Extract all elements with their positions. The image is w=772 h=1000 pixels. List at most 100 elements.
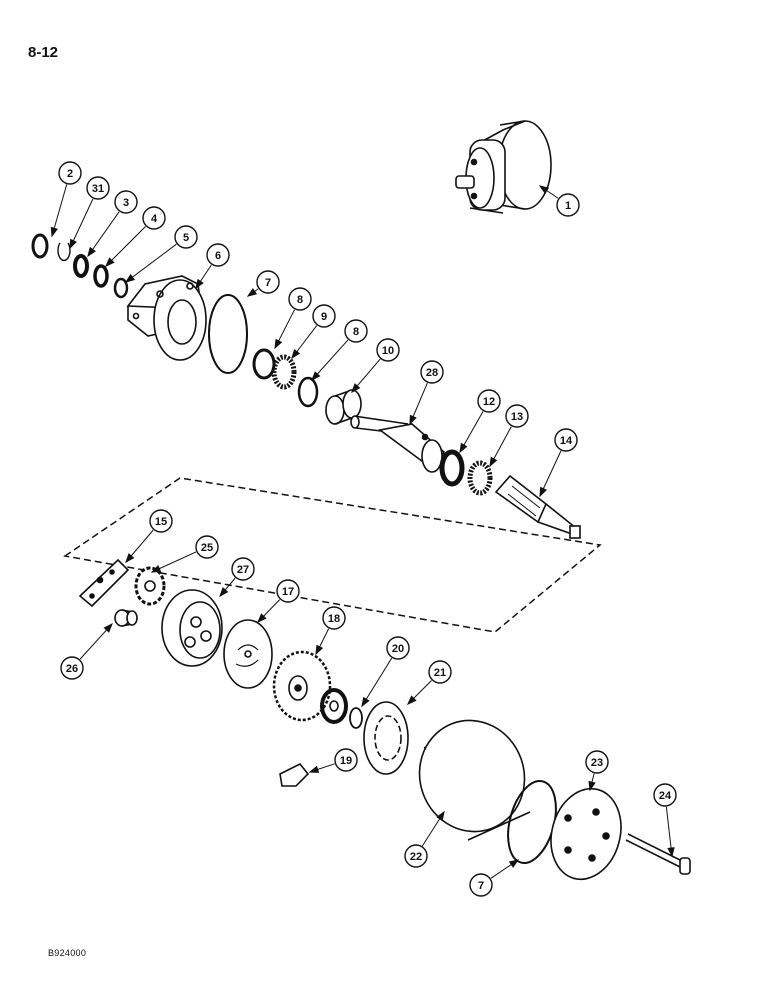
callout-8: 8 bbox=[344, 319, 368, 343]
callout-label: 9 bbox=[321, 311, 327, 323]
callout-circle bbox=[653, 783, 677, 807]
callout-circle bbox=[334, 748, 358, 772]
gerotor bbox=[161, 589, 223, 667]
callout-circle bbox=[142, 206, 166, 230]
o-ring-small bbox=[349, 707, 363, 729]
leader-arrow-7 bbox=[508, 859, 520, 868]
callout-circle bbox=[312, 304, 336, 328]
callout-label: 22 bbox=[410, 851, 422, 863]
plate bbox=[78, 558, 130, 608]
callout-26: 26 bbox=[60, 656, 84, 680]
leader-line-31 bbox=[69, 198, 94, 249]
motor-assembly bbox=[455, 120, 552, 214]
callout-label: 4 bbox=[151, 213, 158, 225]
end-cover bbox=[550, 787, 622, 881]
washer bbox=[93, 264, 109, 288]
callout-label: 7 bbox=[478, 880, 484, 892]
gear bbox=[134, 566, 166, 606]
callout-circle bbox=[256, 270, 280, 294]
callout-label: 25 bbox=[201, 542, 213, 554]
callout-circle bbox=[174, 225, 198, 249]
leader-arrow-7 bbox=[246, 288, 258, 297]
valve-ring bbox=[363, 701, 409, 775]
leader-line-2 bbox=[51, 184, 68, 237]
callout-1: 1 bbox=[556, 193, 580, 217]
callout-circle bbox=[195, 535, 219, 559]
callout-circle bbox=[505, 404, 529, 428]
callout-circle bbox=[556, 193, 580, 217]
leader-line-20 bbox=[361, 657, 393, 707]
leader-arrow-21 bbox=[406, 695, 417, 706]
callout-28: 28 bbox=[420, 360, 444, 384]
callout-7: 7 bbox=[469, 873, 493, 897]
retaining-ring bbox=[31, 233, 49, 259]
thrust-bearing bbox=[271, 354, 297, 390]
o-ring bbox=[208, 294, 248, 374]
valve bbox=[279, 688, 348, 787]
callout-circle bbox=[322, 606, 346, 630]
leader-arrow-13 bbox=[489, 456, 498, 468]
callout-19: 19 bbox=[334, 748, 358, 772]
leader-line-3 bbox=[87, 211, 120, 257]
leader-arrow-26 bbox=[103, 622, 113, 633]
callout-2: 2 bbox=[58, 161, 82, 185]
leader-arrow-4 bbox=[104, 257, 115, 268]
leader-line-8 bbox=[311, 339, 349, 381]
callout-7: 7 bbox=[256, 270, 280, 294]
housing-sleeve bbox=[418, 719, 531, 841]
leader-arrow-12 bbox=[459, 442, 468, 454]
leader-arrow-22 bbox=[436, 810, 445, 822]
callout-25: 25 bbox=[195, 535, 219, 559]
callout-circle bbox=[477, 389, 501, 413]
drive-shaft bbox=[494, 474, 581, 539]
leader-arrow-19 bbox=[308, 765, 320, 773]
callout-20: 20 bbox=[386, 636, 410, 660]
callout-circle bbox=[114, 190, 138, 214]
callout-15: 15 bbox=[149, 509, 173, 533]
callout-label: 8 bbox=[297, 294, 303, 306]
shaft bbox=[350, 415, 446, 473]
callout-17: 17 bbox=[276, 579, 300, 603]
callout-31: 31 bbox=[86, 176, 110, 200]
callout-label: 5 bbox=[183, 232, 189, 244]
callout-label: 24 bbox=[659, 790, 672, 802]
callout-circle bbox=[86, 176, 110, 200]
leader-arrow-10 bbox=[351, 383, 361, 394]
callout-circle bbox=[420, 360, 444, 384]
callout-8: 8 bbox=[288, 287, 312, 311]
leader-arrow-2 bbox=[50, 226, 58, 238]
callout-label: 19 bbox=[340, 755, 352, 767]
callout-4: 4 bbox=[142, 206, 166, 230]
callout-label: 15 bbox=[155, 516, 167, 528]
callout-circle bbox=[428, 660, 452, 684]
leader-arrow-28 bbox=[409, 414, 417, 426]
callout-label: 2 bbox=[67, 168, 73, 180]
callout-13: 13 bbox=[505, 404, 529, 428]
housing bbox=[126, 275, 207, 361]
seal bbox=[73, 254, 89, 278]
callout-label: 28 bbox=[426, 367, 438, 379]
callout-label: 18 bbox=[328, 613, 340, 625]
callout-5: 5 bbox=[174, 225, 198, 249]
leader-arrow-25 bbox=[150, 565, 162, 573]
leader-arrow-17 bbox=[257, 613, 267, 624]
thrust-washer bbox=[252, 348, 276, 380]
callout-circle bbox=[386, 636, 410, 660]
leader-arrow-8 bbox=[274, 338, 283, 350]
leader-arrow-27 bbox=[219, 587, 229, 598]
leader-line-5 bbox=[125, 243, 177, 283]
callout-label: 12 bbox=[483, 396, 495, 408]
page-number: 8-12 bbox=[28, 44, 59, 61]
leader-arrow-23 bbox=[588, 780, 596, 792]
leader-arrow-5 bbox=[124, 273, 136, 283]
leader-arrow-9 bbox=[291, 348, 301, 360]
figure-code: B924000 bbox=[48, 948, 87, 958]
callout-10: 10 bbox=[376, 338, 400, 362]
roller bbox=[114, 609, 138, 627]
callout-18: 18 bbox=[322, 606, 346, 630]
callout-circle bbox=[585, 750, 609, 774]
callout-circle bbox=[554, 428, 578, 452]
callout-27: 27 bbox=[231, 557, 255, 581]
callout-label: 13 bbox=[511, 411, 523, 423]
